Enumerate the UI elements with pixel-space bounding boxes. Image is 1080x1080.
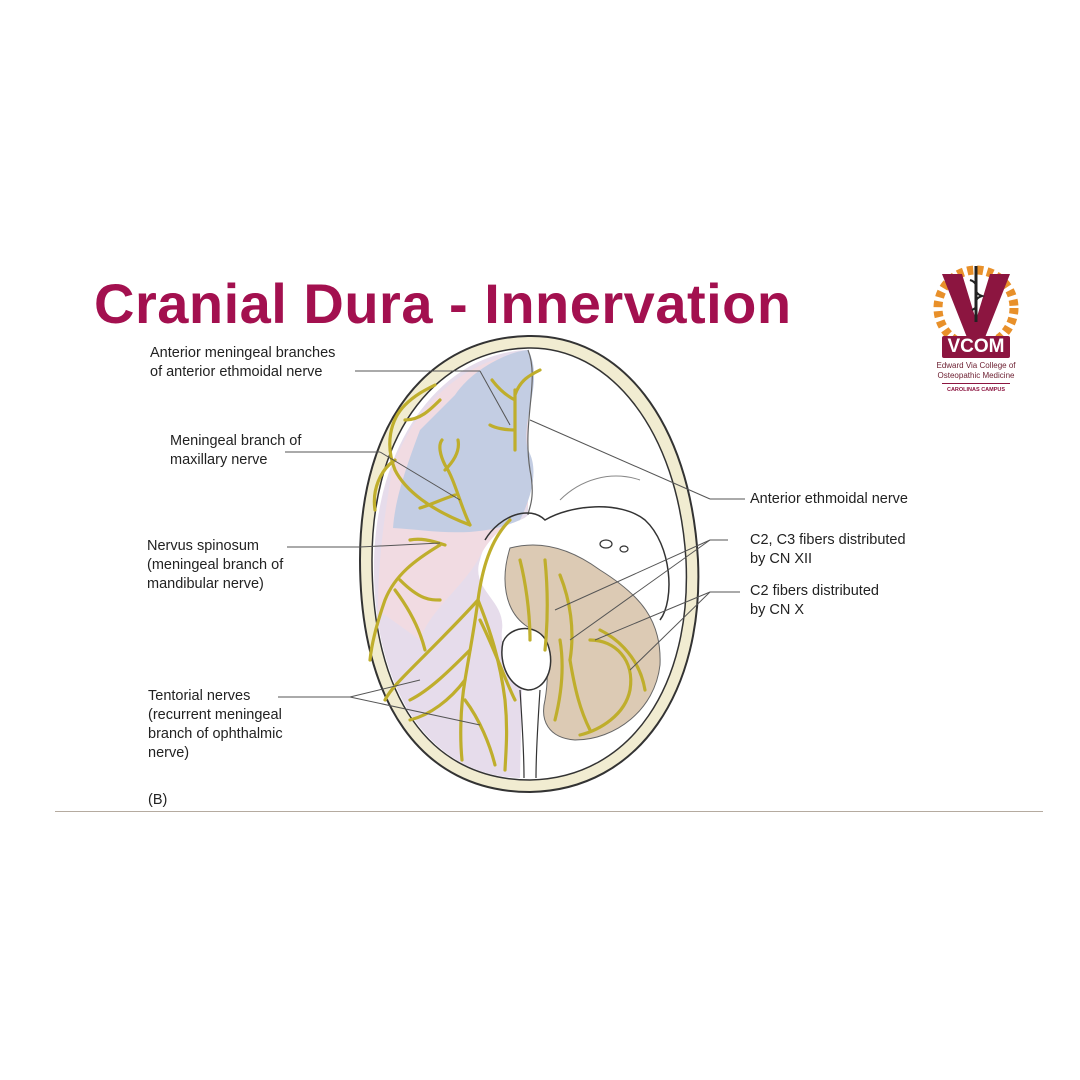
vcom-logo: VCOM Edward Via College of Osteopathic M… [928, 262, 1024, 402]
vcom-wordmark: VCOM [947, 336, 1005, 357]
vcom-wordmark-box: VCOM [942, 336, 1010, 358]
logo-subtitle-1: Edward Via College of [936, 361, 1016, 370]
foramen-ovale-right [599, 539, 613, 549]
logo-campus: CAROLINAS CAMPUS [946, 387, 1006, 393]
petrous-ridge [559, 475, 641, 501]
slide-title: Cranial Dura - Innervation [94, 272, 792, 335]
vcom-emblem [933, 265, 1019, 351]
logo-divider [942, 383, 1010, 384]
foramen-magnum [501, 627, 552, 691]
logo-subtitle-2: Osteopathic Medicine [937, 371, 1015, 380]
footer-divider [55, 811, 1043, 812]
foramen-spinosum-right [619, 545, 629, 553]
nerve-branches [368, 368, 647, 772]
leader-lines [278, 370, 745, 726]
label-meningeal-branch-maxillary: Meningeal branch of maxillary nerve [170, 433, 302, 468]
label-anterior-meningeal-branches: Anterior meningeal branches of anterior … [150, 345, 336, 380]
posterior-cranial-fossa-edge [484, 506, 670, 621]
label-c2-c3-fibers: C2, C3 fibers distributed by CN XII [750, 532, 906, 567]
label-c2-fibers: C2 fibers distributed by CN X [750, 583, 879, 618]
label-anterior-ethmoidal-nerve: Anterior ethmoidal nerve [750, 491, 908, 507]
tan-posterior-fossa-region [504, 544, 661, 741]
label-tentorial-nerves: Tentorial nerves (recurrent meningeal br… [148, 688, 283, 761]
blue-dura-region [393, 350, 535, 533]
internal-occipital-crest [519, 689, 541, 779]
label-nervus-spinosum: Nervus spinosum (meningeal branch of man… [147, 538, 284, 592]
label-panel-b: (B) [148, 792, 168, 808]
